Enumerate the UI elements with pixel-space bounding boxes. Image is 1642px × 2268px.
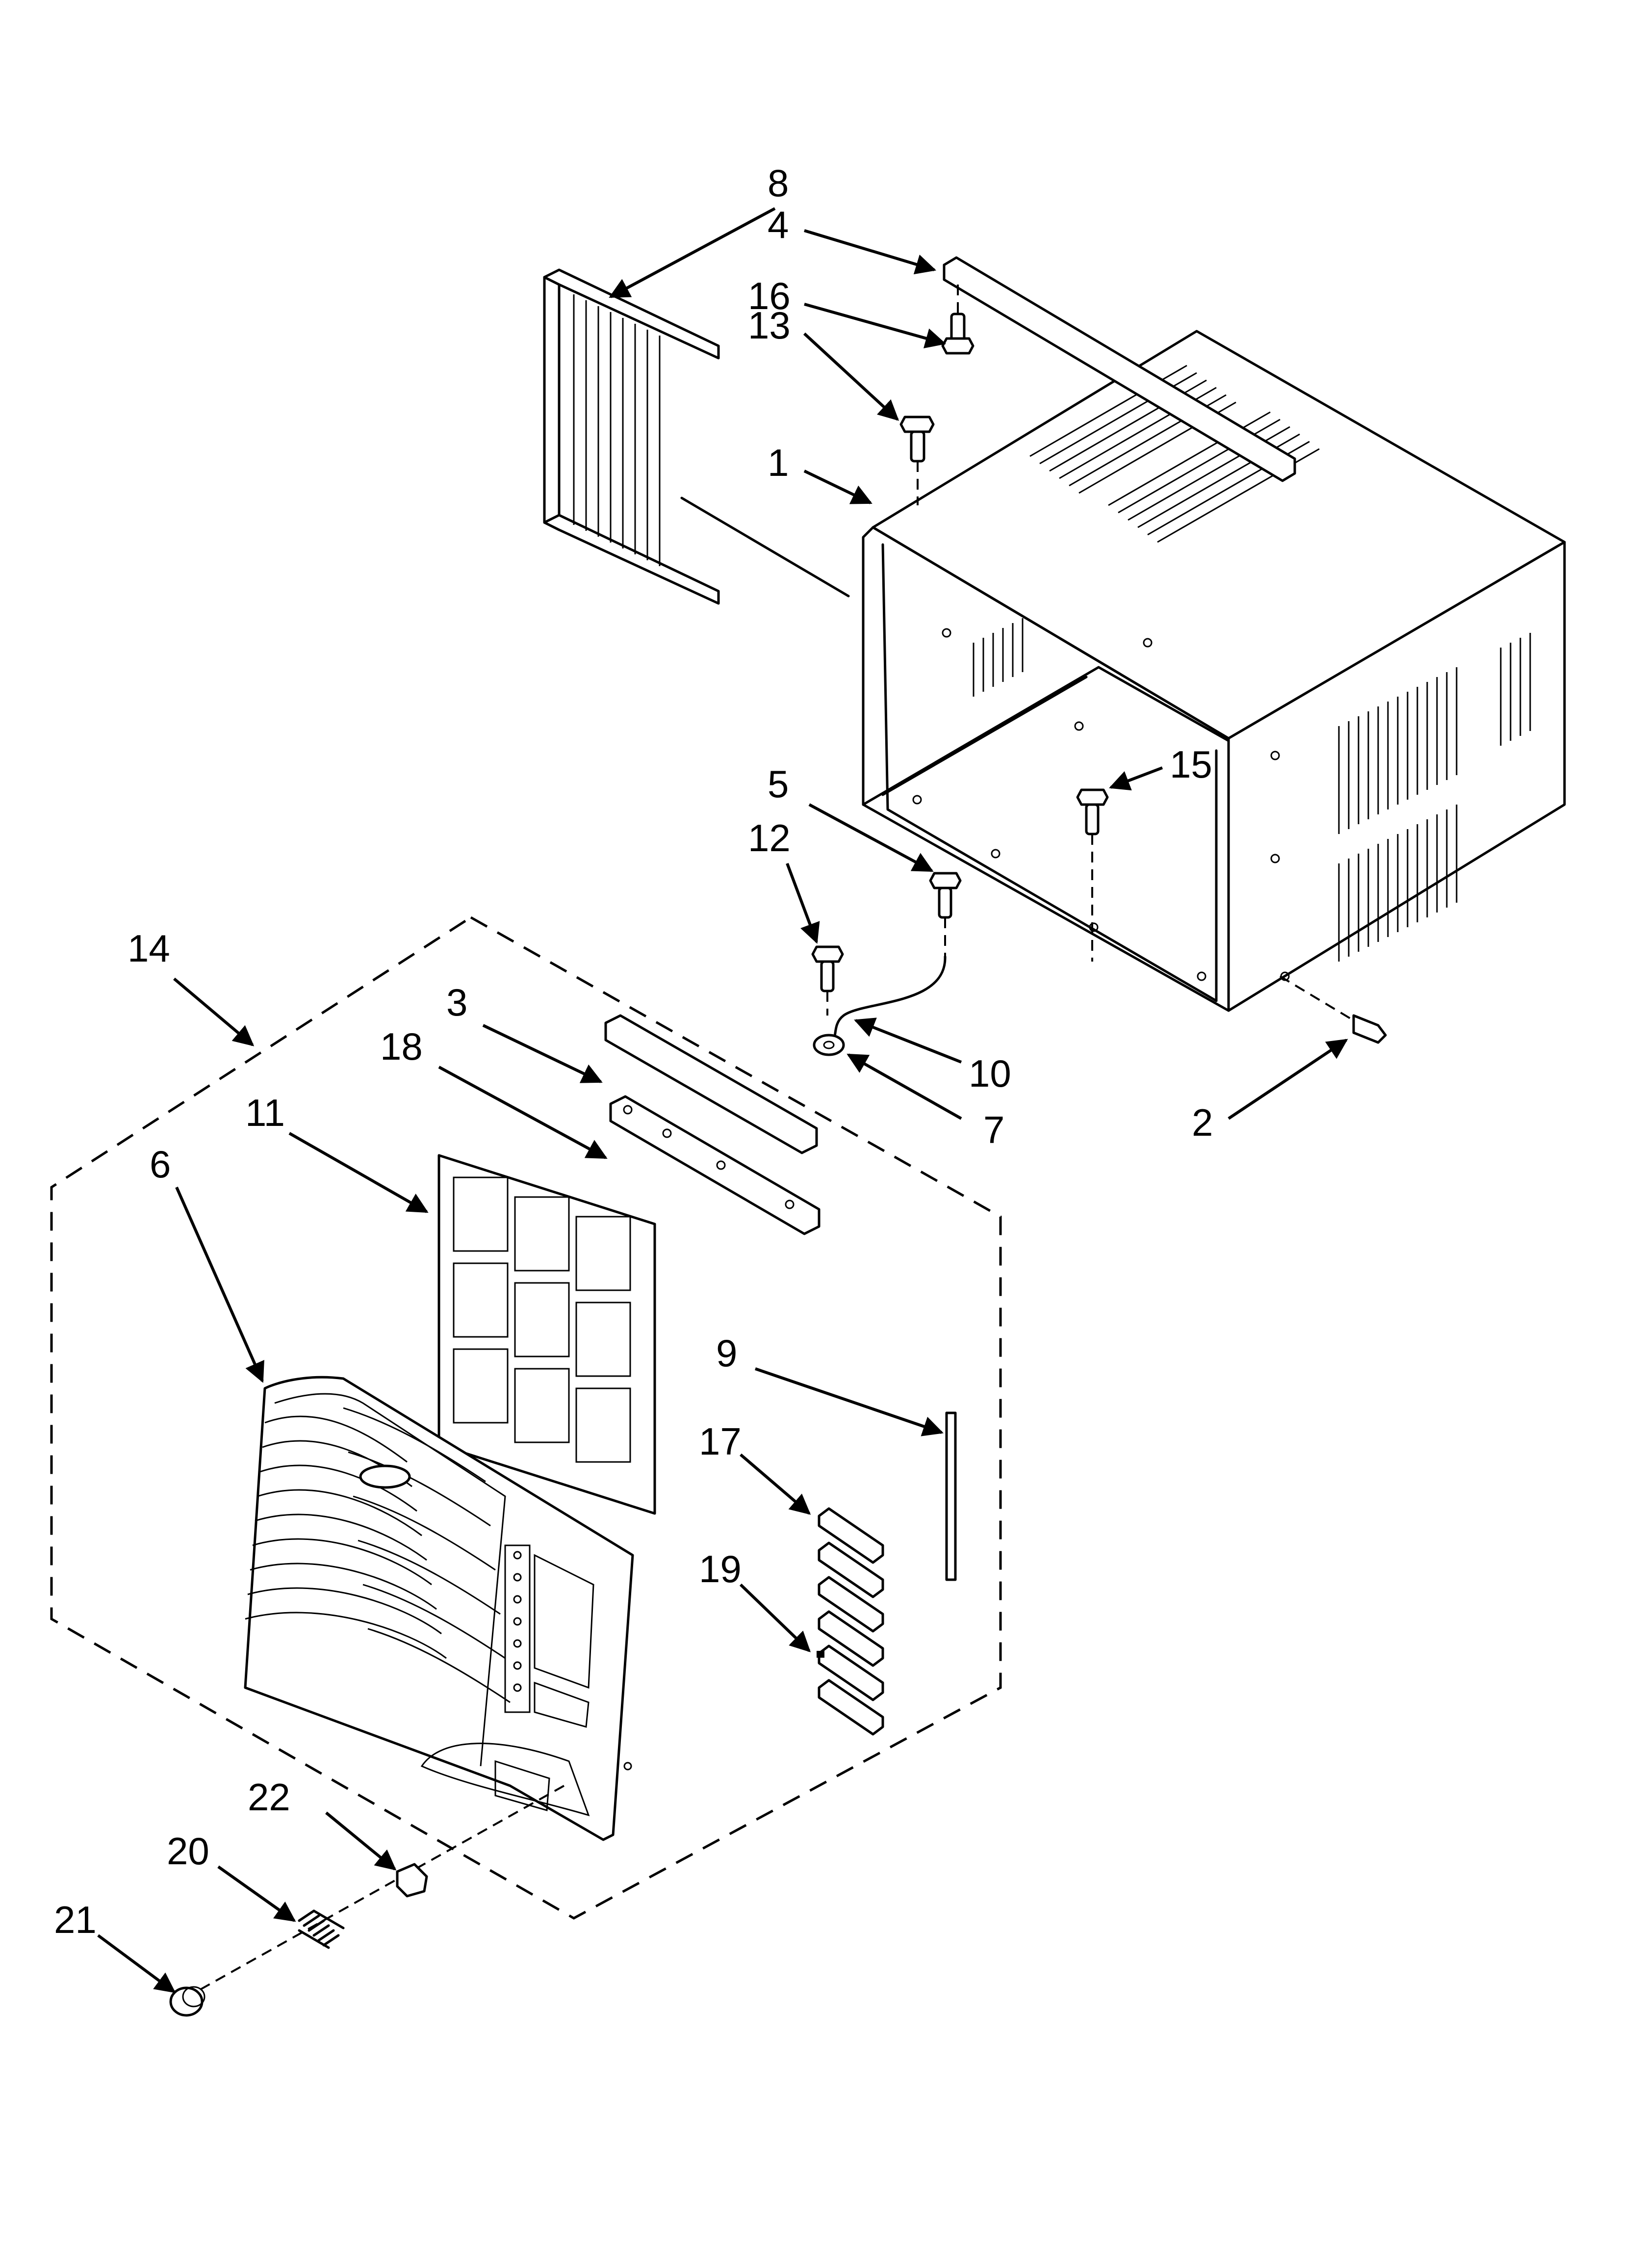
screws — [811, 285, 1387, 1056]
seal-strip — [945, 1411, 957, 1581]
callout-15: 15 — [1170, 743, 1212, 786]
callout-2: 2 — [1192, 1101, 1213, 1144]
knob-assembly — [169, 1785, 564, 2017]
callout-17: 17 — [699, 1420, 742, 1463]
lower-bracket — [609, 1095, 821, 1235]
screw-15 — [1076, 788, 1109, 962]
side-louvers — [973, 618, 1531, 962]
callout-6: 6 — [150, 1143, 171, 1186]
louver-set — [817, 1507, 884, 1736]
callout-12: 12 — [748, 816, 791, 860]
rear-grille — [543, 268, 850, 605]
front-kit-boundary — [50, 916, 1002, 1920]
ground-wire-10 — [832, 955, 947, 1042]
callout-4: 4 — [768, 203, 789, 246]
top-bracket — [604, 1014, 818, 1154]
callout-3: 3 — [446, 981, 467, 1024]
cabinet-holes — [912, 628, 1290, 981]
screw-5 — [929, 872, 962, 957]
air-filter — [437, 1154, 656, 1515]
callout-8: 8 — [768, 161, 789, 205]
screw-2 — [1279, 975, 1387, 1044]
spring-20 — [298, 1909, 345, 1949]
leader-lines — [97, 207, 1348, 1993]
callout-20: 20 — [167, 1829, 209, 1873]
callout-22: 22 — [248, 1775, 290, 1819]
callout-14: 14 — [128, 927, 170, 970]
cabinet-wrapper — [862, 330, 1566, 1012]
callout-5: 5 — [768, 762, 789, 806]
knob-22 — [396, 1863, 428, 1898]
callout-21: 21 — [54, 1898, 97, 1941]
screw-13 — [899, 416, 935, 505]
screw-12 — [811, 945, 844, 1016]
callout-labels: 8 4 16 13 1 15 5 12 10 7 2 14 3 18 11 6 … — [54, 161, 1213, 1941]
callout-7: 7 — [983, 1108, 1004, 1151]
top-louvers — [1029, 365, 1320, 543]
top-rail — [943, 256, 1296, 482]
grille-lines — [245, 1407, 511, 1703]
cap-21 — [169, 1986, 205, 2017]
screw-16 — [941, 285, 975, 355]
callout-9: 9 — [716, 1331, 737, 1375]
callout-16: 16 — [748, 274, 791, 317]
callout-1: 1 — [768, 441, 789, 484]
callout-10: 10 — [969, 1052, 1011, 1095]
callout-19: 19 — [699, 1547, 742, 1590]
callout-11: 11 — [245, 1091, 285, 1134]
front-grille-panel — [244, 1376, 634, 1841]
washer-7 — [813, 1034, 845, 1056]
callout-13: 13 — [748, 304, 791, 347]
callout-18: 18 — [380, 1025, 423, 1068]
